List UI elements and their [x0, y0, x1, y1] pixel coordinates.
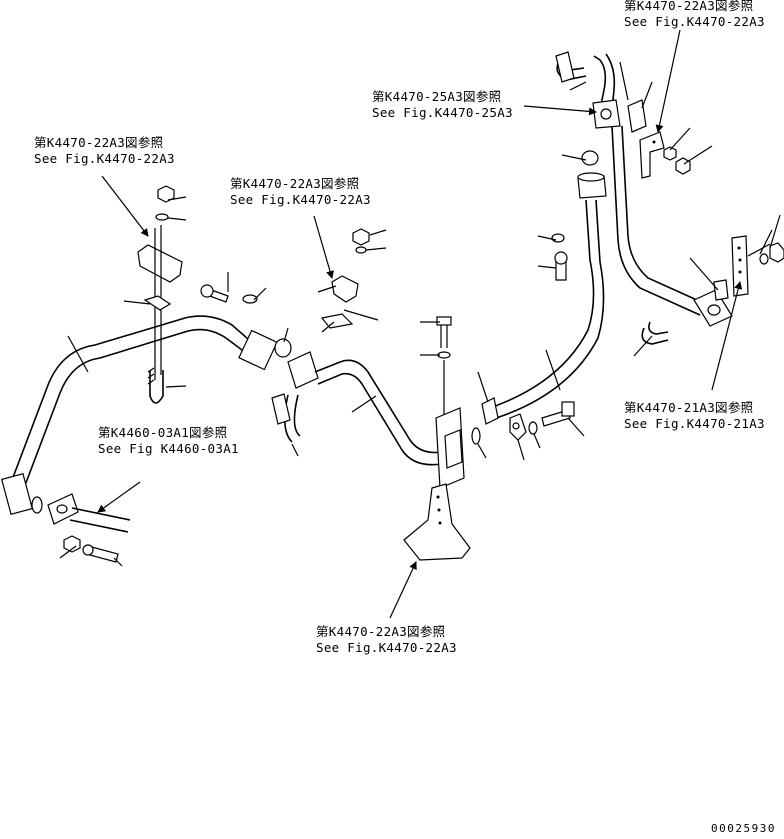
reference-label: 第K4460-03A1図参照 See Fig K4460-03A1 [98, 425, 239, 456]
reference-label: 第K4470-21A3図参照 See Fig.K4470-21A3 [624, 400, 765, 431]
center-bracket-group [403, 316, 481, 561]
reference-label: 第K4470-22A3図参照 See Fig.K4470-22A3 [624, 0, 765, 29]
middle-pipe [271, 338, 443, 466]
reference-label: 第K4470-22A3図参照 See Fig.K4470-22A3 [316, 624, 457, 655]
reference-label: 第K4470-25A3図参照 See Fig.K4470-25A3 [372, 89, 513, 120]
drawing-code: 00025930 [711, 822, 776, 835]
reference-label: 第K4470-22A3図参照 See Fig.K4470-22A3 [34, 135, 175, 166]
reference-label: 第K4470-22A3図参照 See Fig.K4470-22A3 [230, 176, 371, 207]
right-pipe [555, 51, 733, 345]
right-bracket-group [627, 99, 784, 301]
reference-arrows [97, 29, 743, 619]
middle-clamp-group [320, 228, 379, 329]
left-flange-group [31, 493, 131, 563]
hose [481, 172, 607, 425]
leader-lines [59, 61, 781, 567]
left-clamp-group [137, 185, 258, 404]
left-pipe [0, 315, 278, 515]
hose-hardware [509, 150, 599, 441]
